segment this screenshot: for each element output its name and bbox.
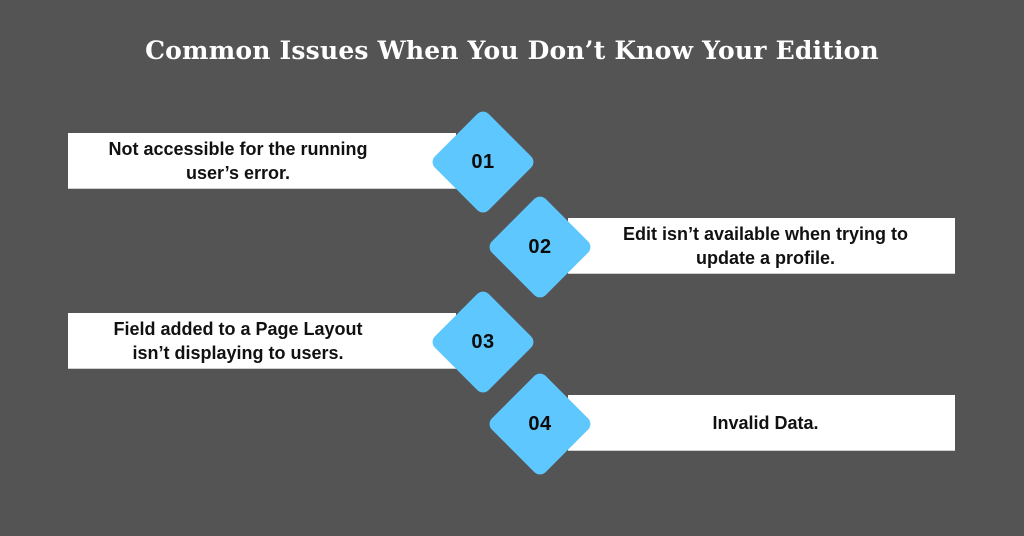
- issue-number-04: 04: [528, 412, 552, 435]
- issue-box-01: Not accessible for the running user’s er…: [68, 133, 456, 189]
- issue-marker-03: 03: [429, 288, 537, 396]
- issue-box-03: Field added to a Page Layout isn’t displ…: [68, 313, 456, 369]
- issue-marker-04: 04: [486, 370, 594, 478]
- issue-number-03: 03: [471, 330, 495, 353]
- diagram-title: Common Issues When You Don’t Know Your E…: [145, 36, 879, 65]
- issue-text-04: Invalid Data.: [712, 412, 819, 433]
- issue-text-01: Not accessible for the running user’s er…: [108, 138, 368, 183]
- issue-number-01: 01: [471, 150, 495, 173]
- issue-text-02: Edit isn’t available when trying to upda…: [622, 223, 909, 268]
- issue-marker-01: 01: [429, 108, 537, 216]
- issue-box-02: Edit isn’t available when trying to upda…: [568, 218, 955, 274]
- issue-marker-02: 02: [486, 193, 594, 301]
- issue-text-03: Field added to a Page Layout isn’t displ…: [113, 318, 363, 363]
- issue-box-04: Invalid Data.: [568, 395, 955, 451]
- issue-number-02: 02: [528, 235, 552, 258]
